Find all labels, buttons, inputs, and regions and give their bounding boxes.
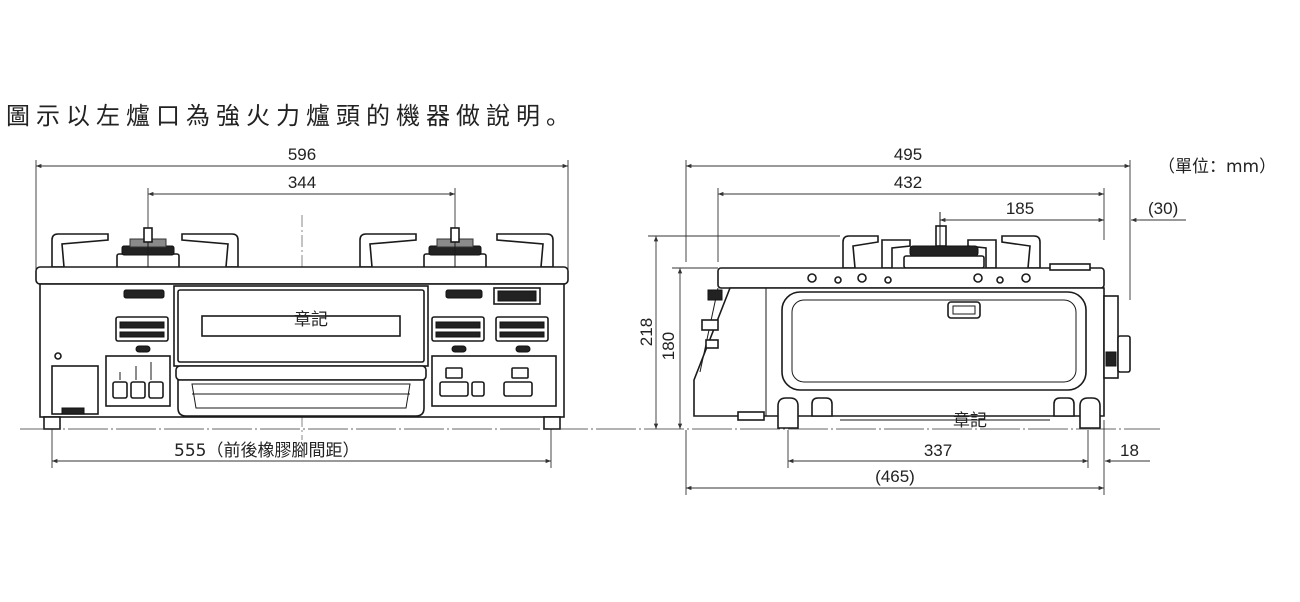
dim-text-burner-offset: 185 (1006, 199, 1034, 218)
dim-text-overall-depth: 495 (894, 145, 922, 164)
right-control-box (431, 355, 557, 407)
side-grill-outline (781, 291, 1087, 391)
dim-text-body-height: 180 (659, 332, 678, 360)
front-foot-left (43, 416, 61, 430)
side-foot-front (777, 397, 799, 429)
grill-window (201, 315, 401, 337)
grill-tray (177, 379, 425, 417)
unit-label: （單位：mm） (1158, 157, 1276, 177)
caption-text: 圖示以左爐口為強火力爐頭的機器做說明。 (6, 102, 576, 130)
side-view: 495 432 185 (30) 218 180 337 18 (465) (637, 145, 1186, 495)
front-view: 596 344 555（前後橡膠腳間距） (35, 145, 569, 468)
side-burner (909, 245, 979, 257)
front-watermark: 章記 (294, 310, 328, 330)
dim-text-burner-spacing: 344 (288, 173, 316, 192)
front-left-panel (51, 365, 99, 415)
side-top-plate (717, 267, 1105, 289)
dim-text-foot-spacing: 555（前後橡膠腳間距） (174, 441, 359, 461)
left-burner (51, 227, 239, 270)
side-watermark: 章記 (953, 411, 987, 431)
front-foot-right (543, 416, 561, 430)
dim-text-foot-depth: 337 (924, 441, 952, 460)
side-foot-rear (1079, 397, 1101, 429)
right-burner (359, 227, 554, 270)
dim-text-front-offset: 18 (1120, 441, 1139, 460)
front-top-plate (35, 266, 569, 285)
dim-text-overall-height: 218 (637, 318, 656, 346)
dim-text-overall-width: 596 (288, 145, 316, 164)
dim-text-body-depth: (465) (875, 467, 915, 486)
dim-text-rear-protrusion: (30) (1148, 199, 1178, 218)
dim-text-top-depth: 432 (894, 173, 922, 192)
